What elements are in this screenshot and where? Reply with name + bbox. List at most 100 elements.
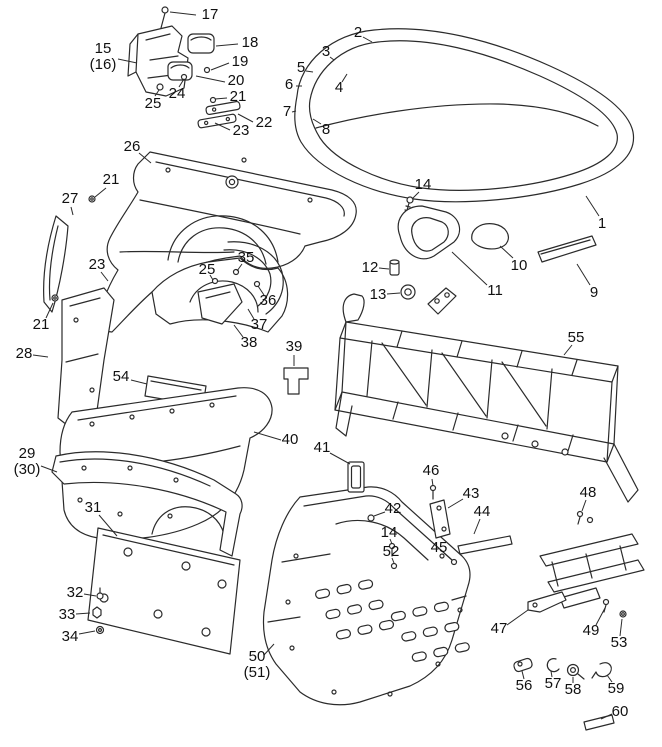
part-label: 40 (281, 430, 299, 448)
leader-line (94, 187, 107, 198)
part-label: 35 (237, 248, 255, 266)
leader-line (75, 612, 91, 615)
washer-53 (619, 610, 627, 618)
part-label: 27 (61, 189, 79, 207)
part-label: 22 (255, 113, 273, 131)
hook-59 (591, 662, 612, 679)
part-label: 52 (382, 542, 400, 560)
part-label: 14 (414, 175, 432, 193)
screw-52 (390, 562, 398, 570)
leader-line (236, 263, 243, 272)
part-label: 37 (250, 315, 268, 333)
leader-line (312, 118, 322, 125)
leader-line (550, 670, 553, 678)
part-label: 42 (384, 499, 402, 517)
part-label: 25 (144, 94, 162, 112)
seat (294, 28, 635, 203)
leader-line (291, 110, 297, 113)
ring-58 (566, 663, 580, 677)
washer-34 (95, 625, 105, 635)
leader-line (253, 431, 282, 441)
leader-line (130, 379, 148, 385)
part-label: 10 (510, 256, 528, 274)
leader-line (169, 11, 197, 16)
leader-line (576, 263, 591, 286)
part-label: 57 (544, 674, 562, 692)
part-label: 12 (361, 258, 379, 276)
leader-line (214, 122, 231, 131)
leader-line (329, 56, 335, 61)
leader-line (45, 302, 54, 319)
leader-line (32, 354, 49, 358)
leader-line (451, 251, 488, 286)
leader-line (178, 78, 185, 88)
leader-line (100, 271, 109, 282)
part-label-secondary: (16) (89, 56, 117, 73)
part-label: 28 (15, 344, 33, 362)
leader-line (195, 75, 226, 83)
part-label-secondary: (51) (243, 664, 271, 681)
nut-33 (92, 606, 102, 619)
clip-57 (546, 658, 560, 673)
part-label: 5 (296, 58, 306, 76)
leader-line (581, 499, 587, 512)
leader-line (209, 274, 214, 281)
bracket-39 (283, 367, 309, 395)
leader-line (257, 285, 265, 296)
part-label: 7 (282, 102, 292, 120)
leader-line (233, 324, 244, 338)
leader-line (411, 191, 420, 200)
leader-line (386, 292, 401, 295)
pad-10 (471, 223, 509, 250)
leader-line (305, 70, 314, 73)
leader-line (214, 97, 228, 100)
part-label: 50(51) (243, 647, 271, 681)
screw-45 (450, 558, 458, 566)
rear-rack-assembly (527, 510, 645, 618)
leader-line (373, 511, 386, 517)
leader-line (329, 452, 351, 465)
part-label: 3 (321, 42, 331, 60)
leader-line (263, 643, 275, 656)
leader-line (247, 308, 255, 320)
top-left-bracket-assembly (127, 6, 241, 129)
part-label: 24 (168, 84, 186, 102)
part-label: 25 (198, 260, 216, 278)
part-label: 6 (284, 75, 294, 93)
footrest-slot-grid-left (315, 579, 395, 640)
leader-line (447, 498, 464, 509)
part-label: 14 (380, 523, 398, 541)
leader-line (40, 465, 58, 473)
part-label: 53 (610, 633, 628, 651)
part-label: 45 (430, 538, 448, 556)
part-label: 15(16) (89, 39, 117, 73)
part-label: 43 (462, 484, 480, 502)
seat-mount-parts (389, 196, 597, 300)
grommet-13 (400, 284, 416, 300)
screw-14 (406, 196, 414, 204)
leader-line (378, 267, 390, 270)
part-label: 46 (422, 461, 440, 479)
bracket-43 (429, 499, 451, 539)
leader-line (210, 62, 230, 71)
part-label: 47 (490, 619, 508, 637)
leader-line (431, 478, 434, 487)
footrest-slot-grid-right (390, 601, 470, 662)
screw-42 (367, 514, 375, 522)
part-label: 23 (88, 255, 106, 273)
leader-line (595, 607, 606, 626)
part-label: 17 (201, 5, 219, 23)
strip-60 (583, 714, 615, 731)
strip-44 (457, 535, 513, 555)
arm-47 (527, 591, 567, 613)
part-label: 11 (487, 281, 503, 299)
part-label: 36 (259, 291, 277, 309)
part-label: 13 (369, 285, 387, 303)
part-label: 2 (353, 23, 363, 41)
part-label: 29(30) (13, 444, 41, 478)
part-label: 49 (582, 621, 600, 639)
leader-line (389, 538, 393, 545)
leader-line (70, 206, 74, 216)
